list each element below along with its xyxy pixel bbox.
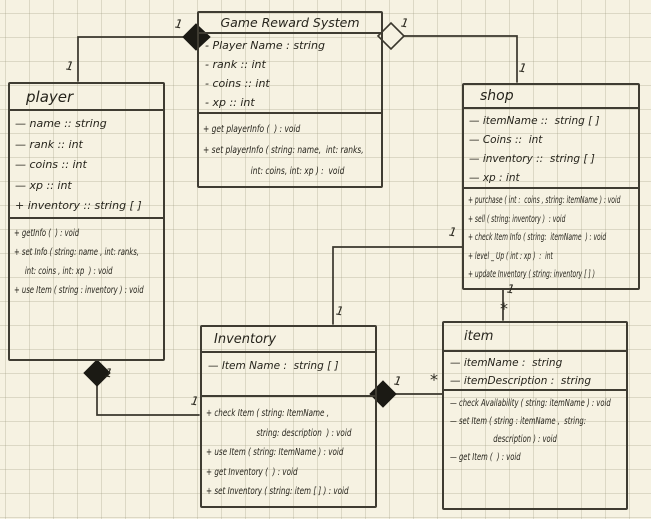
methods-compartment: + get playerInfo ( ) : void + set player…: [199, 114, 381, 186]
attribute-line: — xp :: int: [15, 178, 72, 192]
multiplicity-label: 1: [189, 393, 200, 409]
class-name: Game Reward System: [199, 13, 381, 34]
method-line: — set Item ( string : itemName , string:: [450, 416, 586, 427]
class-box-shop: shop — itemName :: string [ ] — Coins ::…: [462, 83, 640, 290]
class-box-item: item — itemName : string — itemDescripti…: [442, 321, 628, 510]
method-line: + use Item ( string : inventory ) : void: [14, 285, 144, 296]
attribute-line: — name :: string: [15, 117, 107, 130]
methods-compartment: + check Item ( string: ItemName , string…: [202, 397, 375, 506]
multiplicity-label: 1: [447, 224, 458, 240]
attribute-line: - xp :: int: [205, 96, 255, 109]
method-line: int: coins, int: xp ) : void: [203, 166, 345, 177]
composition-link-gamerewardsystem-player: [77, 36, 184, 82]
method-line: + update Inventory ( string: inventory […: [468, 269, 595, 280]
multiplicity-label: 1: [505, 281, 516, 297]
attributes-compartment: — Item Name : string [ ]: [202, 353, 375, 397]
aggregation-link-gamerewardsystem-shop: [403, 35, 518, 83]
attribute-line: - Player Name : string: [205, 39, 325, 52]
attribute-line: — Coins :: int: [469, 134, 543, 146]
method-line: + sell ( string: inventory ) : void: [468, 213, 566, 225]
attributes-compartment: — itemName :: string [ ] — Coins :: int …: [464, 109, 638, 189]
class-box-game-reward-system: Game Reward System - Player Name : strin…: [197, 11, 383, 188]
association-link-shop-inventory: [332, 246, 463, 325]
multiplicity-label: 1: [64, 58, 75, 74]
attribute-line: — itemName : string: [450, 357, 563, 369]
attribute-line: — coins :: int: [15, 158, 87, 171]
attributes-compartment: - Player Name : string - rank :: int - c…: [199, 34, 381, 114]
class-name: item: [444, 323, 626, 352]
method-line: + level _ Up ( int : xp ) : int: [468, 250, 553, 262]
methods-compartment: — check Availability ( string: itemName …: [444, 391, 626, 508]
attribute-line: - rank :: int: [205, 58, 266, 71]
method-line: + set Inventory ( string: item [ ] ) : v…: [206, 486, 349, 497]
multiplicity-label: 1: [399, 15, 410, 31]
class-name: Inventory: [202, 327, 375, 353]
method-line: — check Availability ( string: itemName …: [450, 398, 611, 409]
method-line: + check Item Info ( string: itemName ) :…: [468, 232, 607, 243]
multiplicity-label: *: [500, 299, 508, 318]
attributes-compartment: — itemName : string — itemDescription : …: [444, 352, 626, 391]
attributes-compartment: — name :: string — rank :: int — coins :…: [10, 111, 163, 219]
method-line: + set Info ( string: name , int: ranks,: [14, 247, 139, 258]
multiplicity-label: 1: [103, 365, 114, 381]
method-line: + getInfo ( ) : void: [14, 228, 80, 239]
class-name: player: [10, 84, 163, 111]
multiplicity-label: 1: [517, 60, 528, 76]
methods-compartment: + getInfo ( ) : void + set Info ( string…: [10, 219, 163, 359]
method-line: + purchase ( int : coins , string: itemN…: [468, 195, 621, 206]
attribute-line: — itemDescription : string: [450, 374, 592, 387]
class-name: shop: [464, 85, 638, 109]
method-line: + use Item ( string: ItemName ) : void: [206, 447, 344, 458]
attribute-line: — rank :: int: [15, 137, 83, 151]
multiplicity-label: 1: [173, 16, 184, 32]
multiplicity-label: 1: [392, 373, 403, 389]
method-line: + get Inventory ( ) : void: [206, 466, 298, 478]
attribute-line: — xp : int: [469, 172, 520, 184]
method-line: string: description ) : void: [206, 427, 352, 439]
method-line: — get Item ( ) : void: [450, 452, 521, 463]
attribute-line: — Item Name : string [ ]: [208, 360, 339, 372]
method-line: + set playerInfo ( string: name, int: ra…: [203, 145, 364, 156]
multiplicity-label: *: [430, 370, 438, 389]
methods-compartment: + purchase ( int : coins , string: itemN…: [464, 189, 638, 288]
composition-link-player-inventory: [96, 384, 200, 416]
attribute-line: — itemName :: string [ ]: [469, 115, 600, 127]
method-line: + check Item ( string: ItemName ,: [206, 408, 330, 419]
multiplicity-label: 1: [334, 303, 345, 319]
method-line: description ) : void: [450, 434, 557, 445]
attribute-line: - coins :: int: [205, 77, 270, 90]
attribute-line: — inventory :: string [ ]: [469, 153, 595, 165]
method-line: int: coins , int: xp ) : void: [14, 266, 113, 277]
attribute-line: + inventory :: string [ ]: [15, 199, 142, 212]
class-box-inventory: Inventory — Item Name : string [ ] + che…: [200, 325, 377, 508]
method-line: + get playerInfo ( ) : void: [203, 124, 301, 135]
class-box-player: player — name :: string — rank :: int — …: [8, 82, 165, 361]
